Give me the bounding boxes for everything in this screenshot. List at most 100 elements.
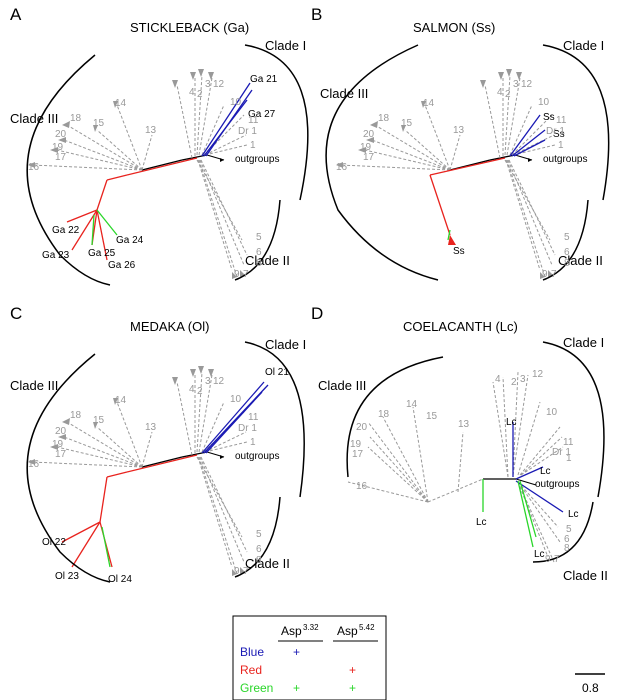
svg-text:12: 12 bbox=[213, 376, 225, 387]
clade-label: Clade I bbox=[265, 337, 306, 352]
svg-text:16: 16 bbox=[336, 162, 348, 173]
clade-label: Clade I bbox=[265, 38, 306, 53]
clade-label: Clade III bbox=[10, 378, 58, 393]
svg-text:4: 4 bbox=[497, 87, 503, 98]
svg-text:18: 18 bbox=[70, 410, 82, 421]
clade-label: Clade II bbox=[558, 253, 603, 268]
svg-text:13: 13 bbox=[453, 125, 465, 136]
svg-text:12: 12 bbox=[532, 369, 544, 380]
svg-text:18: 18 bbox=[378, 409, 390, 420]
svg-text:4: 4 bbox=[189, 87, 195, 98]
svg-text:17: 17 bbox=[55, 152, 67, 163]
clade-label: Clade III bbox=[320, 86, 368, 101]
svg-text:19: 19 bbox=[360, 142, 372, 153]
panel-title: STICKLEBACK (Ga) bbox=[130, 20, 249, 35]
gene-label: Lc bbox=[506, 417, 517, 428]
scale-bar-label: 0.8 bbox=[582, 681, 599, 695]
svg-text:1: 1 bbox=[558, 140, 564, 151]
svg-text:15: 15 bbox=[93, 118, 105, 129]
svg-text:3: 3 bbox=[205, 376, 211, 387]
gene-label: Lc bbox=[476, 517, 487, 528]
svg-text:18: 18 bbox=[70, 113, 82, 124]
svg-text:8: 8 bbox=[256, 258, 262, 269]
svg-text:7: 7 bbox=[243, 566, 249, 577]
svg-text:3: 3 bbox=[513, 79, 519, 90]
panel-title: MEDAKA (Ol) bbox=[130, 319, 209, 334]
legend-red-col2: + bbox=[349, 663, 356, 677]
svg-text:9: 9 bbox=[545, 554, 551, 565]
panel-title: SALMON (Ss) bbox=[413, 20, 495, 35]
svg-text:5: 5 bbox=[256, 529, 262, 540]
gene-label: Ss bbox=[543, 112, 555, 123]
svg-text:20: 20 bbox=[363, 129, 375, 140]
svg-text:10: 10 bbox=[546, 407, 558, 418]
svg-text:16: 16 bbox=[356, 481, 368, 492]
svg-text:13: 13 bbox=[145, 125, 157, 136]
svg-text:20: 20 bbox=[55, 129, 67, 140]
svg-text:13: 13 bbox=[145, 422, 157, 433]
legend-green: Green bbox=[240, 681, 273, 695]
svg-text:10: 10 bbox=[538, 97, 550, 108]
svg-text:1: 1 bbox=[250, 140, 256, 151]
svg-text:11: 11 bbox=[563, 437, 574, 448]
svg-text:11: 11 bbox=[248, 412, 259, 423]
svg-text:14: 14 bbox=[115, 395, 127, 406]
svg-text:10: 10 bbox=[230, 97, 242, 108]
svg-text:Dr 1: Dr 1 bbox=[552, 447, 571, 458]
gene-label: Ol 22 bbox=[42, 537, 66, 548]
svg-text:19: 19 bbox=[52, 142, 64, 153]
svg-text:16: 16 bbox=[28, 459, 40, 470]
svg-text:9: 9 bbox=[234, 566, 240, 577]
panel-b: B SALMON (Ss) Clade I Clade II Clade III… bbox=[311, 5, 610, 281]
gene-label: Ga 24 bbox=[116, 235, 144, 246]
legend-blue: Blue bbox=[240, 645, 264, 659]
svg-text:20: 20 bbox=[356, 422, 368, 433]
svg-text:2: 2 bbox=[505, 89, 511, 100]
panel-c: C MEDAKA (Ol) Clade I Clade II Clade III bbox=[10, 304, 306, 585]
svg-text:17: 17 bbox=[55, 449, 67, 460]
svg-text:10: 10 bbox=[230, 394, 242, 405]
svg-text:11: 11 bbox=[248, 115, 259, 126]
gene-label: Ol 24 bbox=[108, 574, 132, 585]
svg-text:11: 11 bbox=[556, 115, 567, 126]
clade-label: Clade I bbox=[563, 38, 604, 53]
panel-d: D COELACANTH (Lc) bbox=[311, 304, 608, 583]
svg-text:7: 7 bbox=[243, 269, 249, 280]
outgroups-label: outgroups bbox=[543, 154, 587, 165]
svg-text:3: 3 bbox=[520, 374, 526, 385]
panel-title: COELACANTH (Lc) bbox=[403, 319, 518, 334]
panel-letter: C bbox=[10, 304, 22, 323]
panel-letter: A bbox=[10, 5, 22, 24]
gene-label: Ga 26 bbox=[108, 260, 136, 271]
svg-text:9: 9 bbox=[234, 269, 240, 280]
svg-text:18: 18 bbox=[378, 113, 390, 124]
svg-text:17: 17 bbox=[363, 152, 375, 163]
gene-label: Ga 22 bbox=[52, 225, 80, 236]
legend-col1: Asp bbox=[281, 624, 302, 638]
panel-letter: B bbox=[311, 5, 322, 24]
svg-text:8: 8 bbox=[564, 543, 570, 554]
svg-text:1: 1 bbox=[566, 453, 572, 464]
svg-text:20: 20 bbox=[55, 426, 67, 437]
gene-label: Lc bbox=[534, 549, 545, 560]
svg-text:Dr 1: Dr 1 bbox=[238, 126, 257, 137]
legend-col2-sup: 5.42 bbox=[359, 623, 375, 632]
clade-label: Clade III bbox=[10, 111, 58, 126]
svg-text:15: 15 bbox=[426, 411, 438, 422]
gene-label: Ss bbox=[453, 246, 465, 257]
legend: Asp 3.32 Asp 5.42 Blue + Red + Green + + bbox=[232, 615, 387, 700]
svg-text:5: 5 bbox=[564, 232, 570, 243]
svg-text:Dr 1: Dr 1 bbox=[238, 423, 257, 434]
svg-text:8: 8 bbox=[564, 258, 570, 269]
svg-text:15: 15 bbox=[93, 415, 105, 426]
clade-label: Clade II bbox=[245, 253, 290, 268]
svg-text:15: 15 bbox=[401, 118, 413, 129]
legend-red: Red bbox=[240, 663, 262, 677]
outgroups-label: outgroups bbox=[235, 154, 279, 165]
svg-text:2: 2 bbox=[511, 377, 517, 388]
svg-text:16: 16 bbox=[28, 162, 40, 173]
gene-label: Ss bbox=[553, 129, 565, 140]
svg-text:6: 6 bbox=[564, 247, 570, 258]
svg-text:2: 2 bbox=[197, 386, 203, 397]
